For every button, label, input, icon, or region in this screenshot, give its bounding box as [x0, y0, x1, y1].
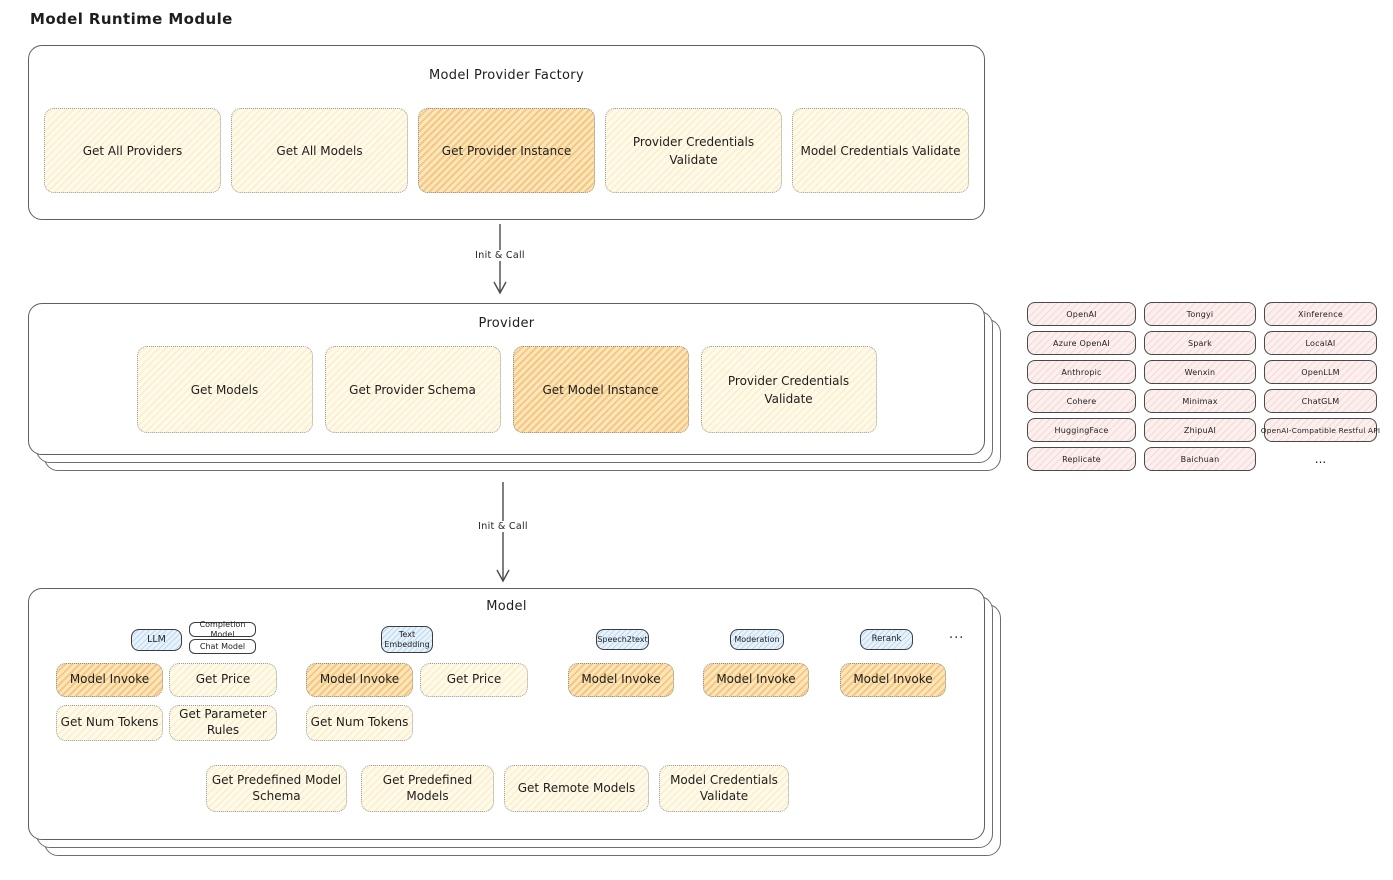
providers-more-ellipsis: ... [1314, 452, 1327, 466]
provider-item: OpenAI [1027, 302, 1136, 326]
arrow-label: Init & Call [471, 250, 529, 261]
provider-section: Provider Get Models Get Provider Schema … [28, 303, 1001, 471]
down-arrow-icon [496, 482, 510, 583]
provider-title: Provider [478, 316, 535, 331]
get-remote-models-box: Get Remote Models [504, 765, 649, 812]
get-model-instance-box: Get Model Instance [512, 346, 689, 433]
llm-get-price-box: Get Price [169, 663, 277, 697]
factory-sheet: Model Provider Factory Get All Providers… [28, 45, 985, 220]
model-section: Model LLM Completion Model Chat Model Te… [28, 588, 1001, 856]
embedding-model-invoke-box: Model Invoke [306, 663, 413, 697]
speech2text-model-invoke-box: Model Invoke [568, 663, 674, 697]
provider-item: OpenAI-Compatible Restful API [1261, 418, 1380, 442]
llm-get-num-tokens-box: Get Num Tokens [56, 705, 163, 741]
tag-moderation: Moderation [730, 629, 784, 650]
provider-item: OpenLLM [1264, 360, 1377, 384]
tag-text-embedding: Text Embedding [381, 626, 433, 653]
providers-grid: OpenAI Tongyi Xinference Azure OpenAI Sp… [1027, 302, 1380, 471]
get-models-box: Get Models [136, 346, 313, 433]
rerank-model-invoke-box: Model Invoke [840, 663, 946, 697]
moderation-model-invoke-box: Model Invoke [703, 663, 809, 697]
get-all-providers-box: Get All Providers [44, 108, 221, 193]
embedding-get-num-tokens-box: Get Num Tokens [306, 705, 413, 741]
get-provider-instance-box: Get Provider Instance [418, 108, 595, 193]
provider-item: Xinference [1264, 302, 1377, 326]
arrow-factory-to-provider: Init & Call [470, 224, 530, 296]
provider-item: Anthropic [1027, 360, 1136, 384]
model-credentials-validate-box: Model Credentials Validate [792, 108, 969, 193]
tag-llm: LLM [131, 629, 182, 651]
get-provider-schema-box: Get Provider Schema [324, 346, 501, 433]
provider-item: ZhipuAI [1144, 418, 1256, 442]
provider-item: Replicate [1027, 447, 1136, 471]
provider-sheet: Provider Get Models Get Provider Schema … [28, 303, 985, 455]
provider-item: ChatGLM [1264, 389, 1377, 413]
provider-item: Tongyi [1144, 302, 1256, 326]
model-credentials-validate-box: Model Credentials Validate [659, 765, 789, 812]
tag-rerank: Rerank [860, 629, 913, 650]
provider-credentials-validate-box: Provider Credentials Validate [700, 346, 877, 433]
tag-chat-model: Chat Model [189, 639, 256, 654]
tag-completion-model: Completion Model [189, 620, 256, 639]
embedding-get-price-box: Get Price [420, 663, 528, 697]
provider-item: Cohere [1027, 389, 1136, 413]
provider-item: Baichuan [1144, 447, 1256, 471]
provider-credentials-validate-box: Provider Credentials Validate [605, 108, 782, 193]
llm-get-parameter-rules-box: Get Parameter Rules [169, 705, 277, 741]
tag-speech2text: Speech2text [596, 629, 649, 650]
factory-title: Model Provider Factory [429, 68, 584, 83]
model-title: Model [486, 599, 527, 614]
provider-item: LocalAI [1264, 331, 1377, 355]
provider-buttons-row: Get Models Get Provider Schema Get Model… [29, 346, 984, 433]
provider-item: Minimax [1144, 389, 1256, 413]
provider-item: Wenxin [1144, 360, 1256, 384]
get-predefined-models-box: Get Predefined Models [361, 765, 494, 812]
factory-section: Model Provider Factory Get All Providers… [28, 45, 985, 220]
factory-buttons-row: Get All Providers Get All Models Get Pro… [29, 108, 984, 193]
provider-item: Azure OpenAI [1027, 331, 1136, 355]
llm-model-invoke-box: Model Invoke [56, 663, 163, 697]
tags-more-ellipsis: ... [949, 627, 965, 642]
arrow-label: Init & Call [474, 521, 532, 532]
page-title: Model Runtime Module [30, 10, 233, 28]
provider-item: Spark [1144, 331, 1256, 355]
get-predefined-model-schema-box: Get Predefined Model Schema [206, 765, 347, 812]
arrow-provider-to-model: Init & Call [473, 482, 533, 584]
model-sheet: Model LLM Completion Model Chat Model Te… [28, 588, 985, 840]
provider-item: HuggingFace [1027, 418, 1136, 442]
get-all-models-box: Get All Models [231, 108, 408, 193]
